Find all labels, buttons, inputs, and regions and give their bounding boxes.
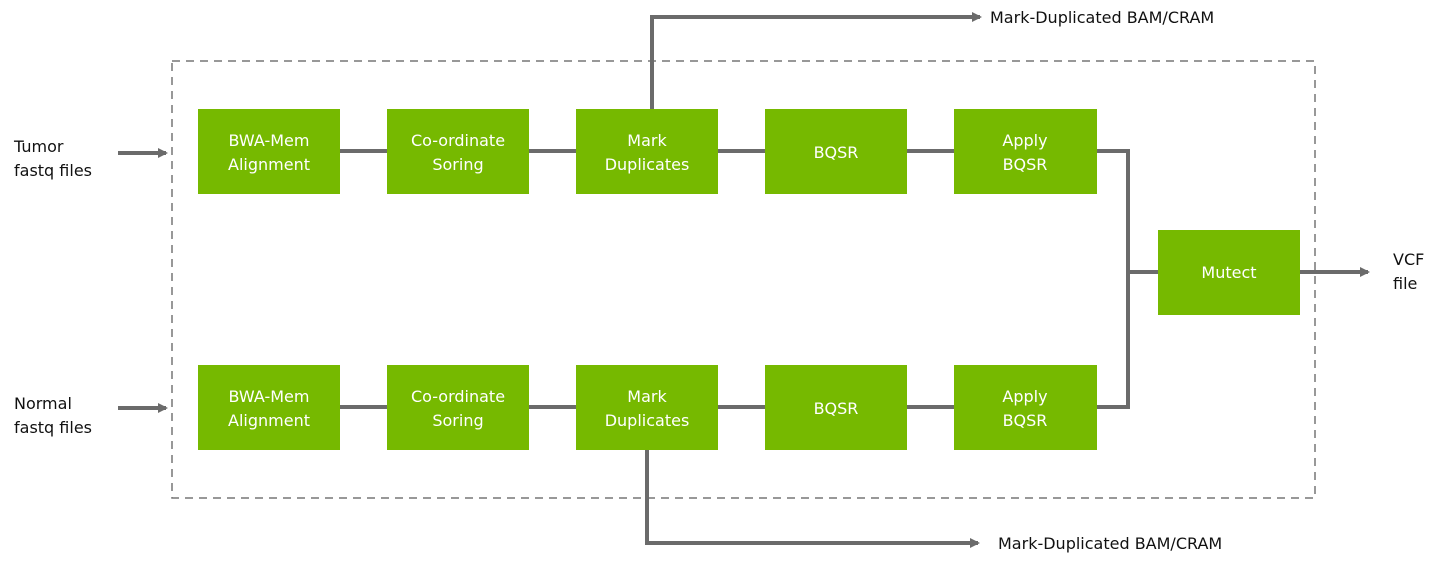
normal-step-bqsr: BQSR [765, 365, 907, 450]
step-label-line2: Duplicates [605, 411, 690, 430]
normal-input-label: Normal fastq files [14, 394, 92, 437]
tumor-markdup-output-arrow [650, 12, 982, 109]
tumor-step-coordinate-sorting: Co-ordinate Soring [387, 109, 529, 194]
tumor-step-bwa-mem: BWA-Mem Alignment [198, 109, 340, 194]
step-label-line2: BQSR [1003, 411, 1048, 430]
normal-step-coordinate-sorting: Co-ordinate Soring [387, 365, 529, 450]
vcf-output-line2: file [1393, 274, 1417, 293]
tumor-step-mark-duplicates: Mark Duplicates [576, 109, 718, 194]
normal-step-bwa-mem: BWA-Mem Alignment [198, 365, 340, 450]
normal-input-line2: fastq files [14, 418, 92, 437]
step-label-line2: Soring [432, 155, 483, 174]
step-label-line1: Mark [627, 387, 667, 406]
pipeline-group-border [171, 60, 1316, 499]
normal-input-line1: Normal [14, 394, 72, 413]
normal-markdup-output-arrow [645, 450, 980, 548]
step-label-line2: Duplicates [605, 155, 690, 174]
mutect-label: Mutect [1201, 263, 1256, 282]
step-label-line1: BQSR [814, 143, 859, 162]
step-label-line2: Soring [432, 411, 483, 430]
step-label-line1: Mark [627, 131, 667, 150]
normal-to-mutect-line [1097, 272, 1130, 409]
step-label-line1: Co-ordinate [411, 387, 505, 406]
step-label-line1: Apply [1002, 131, 1047, 150]
step-label-line1: Apply [1002, 387, 1047, 406]
step-label-line1: Co-ordinate [411, 131, 505, 150]
step-label-line1: BWA-Mem [229, 387, 310, 406]
step-label-line1: BQSR [814, 399, 859, 418]
step-label-line2: Alignment [228, 155, 310, 174]
tumor-to-mutect-line [1097, 149, 1158, 274]
mutect-step: Mutect [1158, 230, 1300, 315]
tumor-input-label: Tumor fastq files [13, 137, 92, 180]
tumor-input-line1: Tumor [13, 137, 64, 156]
normal-step-mark-duplicates: Mark Duplicates [576, 365, 718, 450]
normal-markdup-output-label: Mark-Duplicated BAM/CRAM [998, 534, 1222, 553]
step-label-line2: BQSR [1003, 155, 1048, 174]
vcf-output-label: VCF file [1393, 250, 1424, 293]
vcf-output-line1: VCF [1393, 250, 1424, 269]
tumor-markdup-output-label: Mark-Duplicated BAM/CRAM [990, 8, 1214, 27]
tumor-input-line2: fastq files [14, 161, 92, 180]
step-label-line2: Alignment [228, 411, 310, 430]
tumor-step-bqsr: BQSR [765, 109, 907, 194]
tumor-step-apply-bqsr: Apply BQSR [954, 109, 1097, 194]
step-label-line1: BWA-Mem [229, 131, 310, 150]
normal-step-apply-bqsr: Apply BQSR [954, 365, 1097, 450]
